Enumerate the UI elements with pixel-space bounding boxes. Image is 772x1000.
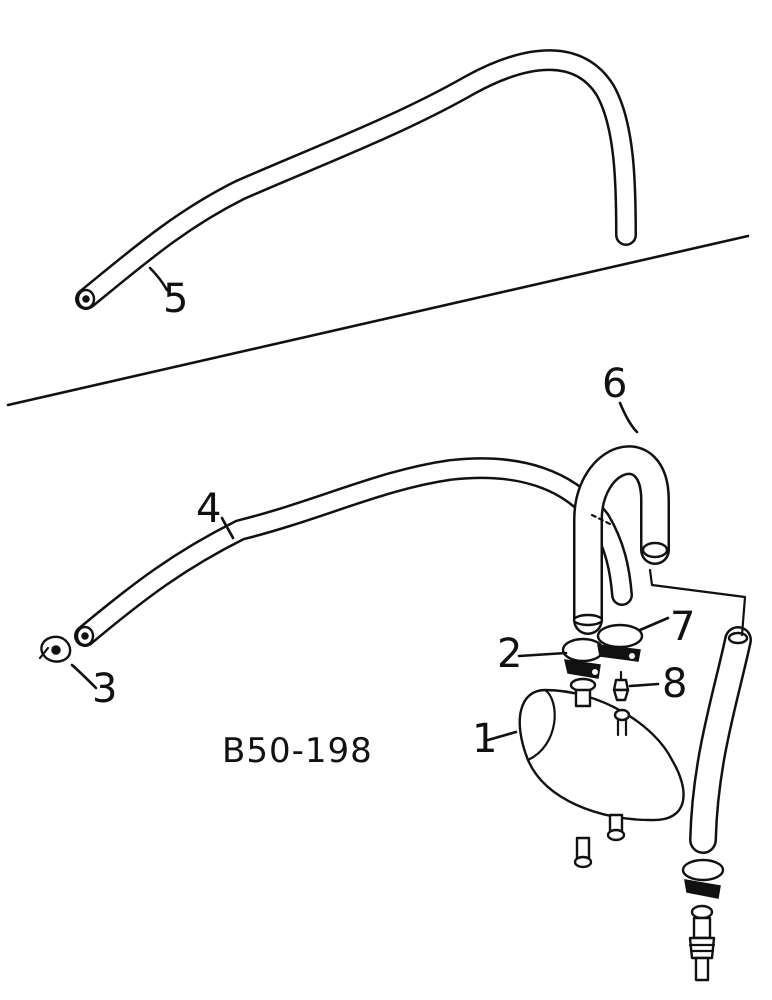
callout-2: 2 [497, 631, 522, 677]
callout-8: 8 [662, 661, 687, 707]
hose-part-6 [572, 445, 670, 635]
valve-part-8 [612, 670, 630, 702]
callout-3: 3 [92, 666, 117, 712]
tank-part-1 [518, 677, 685, 869]
leader-line-2 [517, 651, 568, 658]
callout-7: 7 [670, 604, 695, 650]
drawing-reference: B50-198 [222, 731, 373, 771]
section-divider-line [6, 234, 750, 407]
fitting-lower-right [688, 904, 716, 982]
leader-line-3 [70, 663, 98, 690]
hose-part-4 [74, 457, 633, 647]
connector-line [648, 568, 747, 637]
clip-part-3 [38, 635, 72, 663]
hose-part-5 [75, 49, 637, 310]
clamp-part-2 [561, 637, 605, 679]
callout-5: 5 [163, 276, 188, 322]
hose-right [689, 626, 752, 854]
clamp-part-7 [596, 623, 644, 662]
leader-line-7 [638, 616, 670, 632]
leader-line-8 [628, 682, 660, 688]
callout-6: 6 [602, 361, 627, 407]
leader-line-5 [148, 266, 169, 292]
callout-4: 4 [196, 486, 221, 532]
clamp-lower-right [681, 858, 725, 899]
leader-line-6 [618, 401, 639, 434]
leader-line-1 [486, 730, 518, 742]
callout-1: 1 [472, 716, 497, 762]
leader-line-4 [220, 516, 235, 540]
